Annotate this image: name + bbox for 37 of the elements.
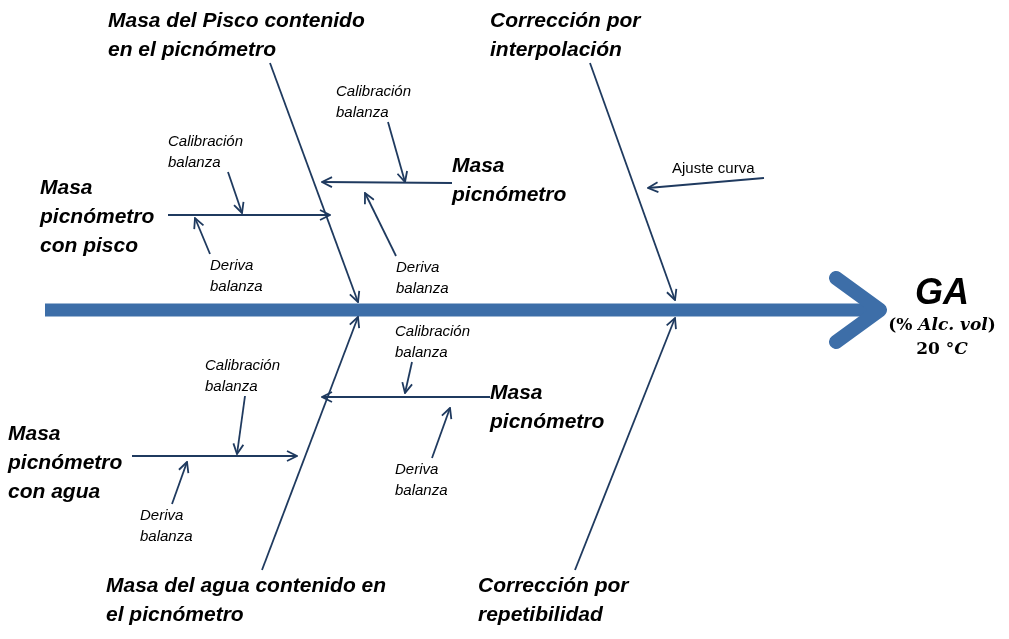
arrow (589, 62, 678, 301)
arrow (321, 391, 491, 403)
effect-label: GA (914, 272, 970, 312)
arrow (647, 177, 765, 193)
arrow (321, 176, 453, 188)
sub-cause-label: Calibración balanza (205, 354, 293, 396)
cause-label: Masa del agua contenido en el picnómetro (106, 570, 388, 628)
arrow (171, 461, 190, 505)
sub-cause-label: Deriva balanza (140, 504, 204, 546)
main-spine-arrow (45, 271, 887, 349)
sub-cause-label: Calibración balanza (168, 130, 256, 172)
arrow (167, 209, 331, 221)
unit-label: (% Alc. vol) 20 °C (887, 313, 997, 360)
cause-label: Corrección por repetibilidad (478, 570, 658, 628)
arrow (364, 192, 397, 257)
sub-cause-label: Ajuste curva (672, 158, 764, 178)
arrow (401, 361, 413, 394)
arrow (131, 450, 298, 462)
cause-label: Corrección por interpolación (490, 5, 675, 63)
arrow (269, 62, 361, 303)
cause-label: Masa picnómetro (490, 377, 612, 435)
cause-label: Masa picnómetro con agua (8, 418, 132, 505)
arrow (193, 217, 211, 255)
arrow (261, 316, 361, 571)
sub-cause-label: Deriva balanza (210, 254, 274, 296)
cause-label: Masa picnómetro (452, 150, 574, 208)
sub-cause-label: Deriva balanza (395, 458, 459, 500)
sub-cause-label: Calibración balanza (336, 80, 424, 122)
arrow (232, 395, 246, 455)
cause-label: Masa picnómetro con pisco (40, 172, 168, 259)
sub-cause-label: Deriva balanza (396, 256, 460, 298)
sub-cause-label: Calibración balanza (395, 320, 483, 362)
arrow (227, 171, 245, 214)
arrow (431, 407, 453, 459)
arrow (574, 317, 677, 571)
arrow (387, 121, 408, 183)
cause-label: Masa del Pisco contenido en el picnómetro (108, 5, 380, 63)
